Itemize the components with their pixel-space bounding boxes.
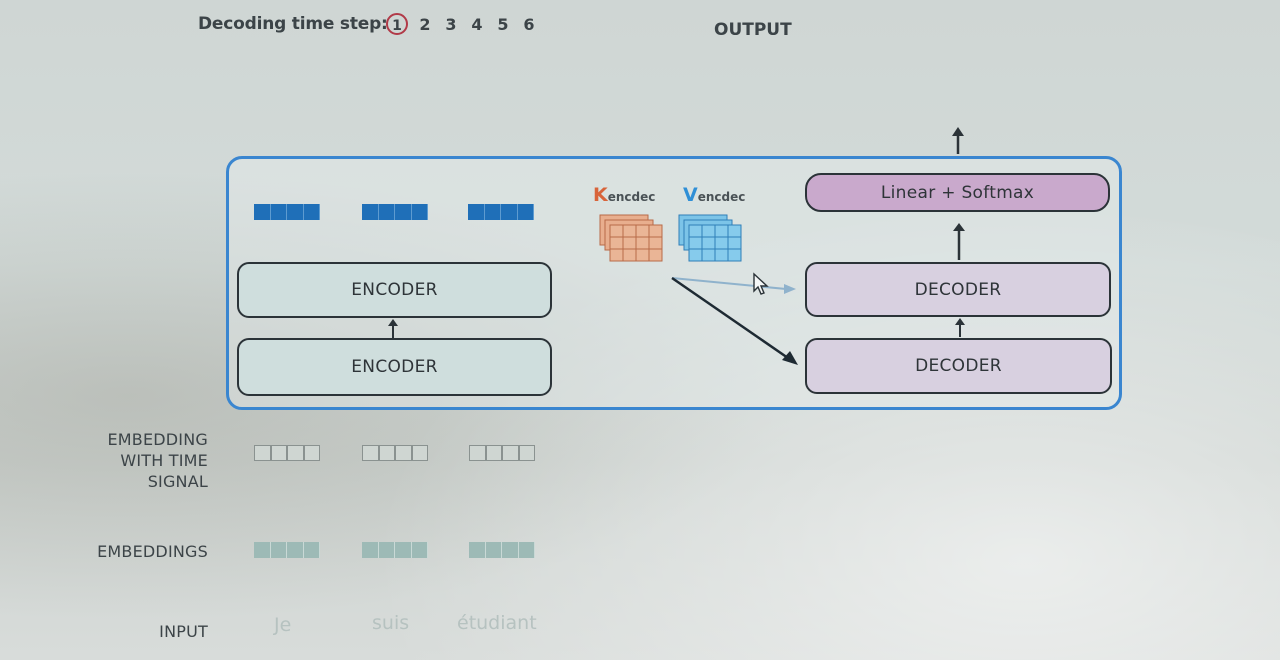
- time-signal-vector-2: [362, 445, 428, 461]
- time-step-5[interactable]: 5: [497, 14, 509, 34]
- encoder-output-vector-1: [254, 204, 320, 220]
- decoder-stack-arrow: [955, 318, 965, 337]
- time-signal-vector-1: [254, 445, 320, 461]
- input-word-1: Je: [274, 614, 292, 636]
- embedding-with-time-signal-line-1: EMBEDDING: [107, 430, 208, 449]
- decoder-to-linear-arrow: [953, 223, 965, 260]
- time-step-4[interactable]: 4: [471, 14, 483, 34]
- input-label: INPUT: [159, 622, 208, 641]
- encoder-top[interactable]: ENCODER: [237, 262, 552, 318]
- embedding-vector-3: [469, 542, 535, 558]
- key-letter: K: [593, 184, 608, 206]
- time-step-6[interactable]: 6: [523, 14, 535, 34]
- key-matrix-icon: [599, 214, 663, 262]
- encoder-output-vector-2: [362, 204, 428, 220]
- key-subscript: encdec: [607, 190, 656, 204]
- value-subscript: encdec: [697, 190, 746, 204]
- embedding-with-time-signal-line-3: SIGNAL: [147, 472, 208, 491]
- time-signal-vector-3: [469, 445, 535, 461]
- output-label: OUTPUT: [714, 20, 792, 40]
- time-step-3[interactable]: 3: [445, 14, 457, 34]
- decoder-bottom[interactable]: DECODER: [805, 338, 1112, 394]
- encoder-output-vector-3: [468, 204, 534, 220]
- value-letter: V: [683, 184, 698, 206]
- embedding-vector-2: [362, 542, 428, 558]
- decoder-top[interactable]: DECODER: [805, 262, 1111, 317]
- mouse-cursor-icon: [753, 272, 769, 295]
- time-step-2[interactable]: 2: [419, 14, 431, 34]
- embedding-with-time-signal-line-2: WITH TIME: [120, 451, 208, 470]
- key-encdec-label: Kencdec: [593, 184, 655, 206]
- time-step-1[interactable]: 1: [386, 13, 408, 35]
- output-arrow: [952, 127, 964, 154]
- embedding-with-time-signal-label: EMBEDDING WITH TIME SIGNAL: [60, 429, 208, 492]
- encoder-stack-arrow: [388, 319, 398, 338]
- value-matrix-icon: [678, 214, 742, 262]
- encdec-attention-arrows: [671, 276, 798, 365]
- embeddings-label: EMBEDDINGS: [97, 542, 208, 561]
- linear-softmax-layer[interactable]: Linear + Softmax: [805, 173, 1110, 212]
- embedding-vector-1: [254, 542, 320, 558]
- decoding-time-step-label: Decoding time step:: [198, 14, 388, 34]
- time-step-selector: 1 2 3 4 5 6: [386, 13, 538, 35]
- input-word-2: suis: [372, 612, 410, 634]
- encoder-bottom[interactable]: ENCODER: [237, 338, 552, 396]
- value-encdec-label: Vencdec: [683, 184, 745, 206]
- input-word-3: étudiant: [457, 612, 537, 634]
